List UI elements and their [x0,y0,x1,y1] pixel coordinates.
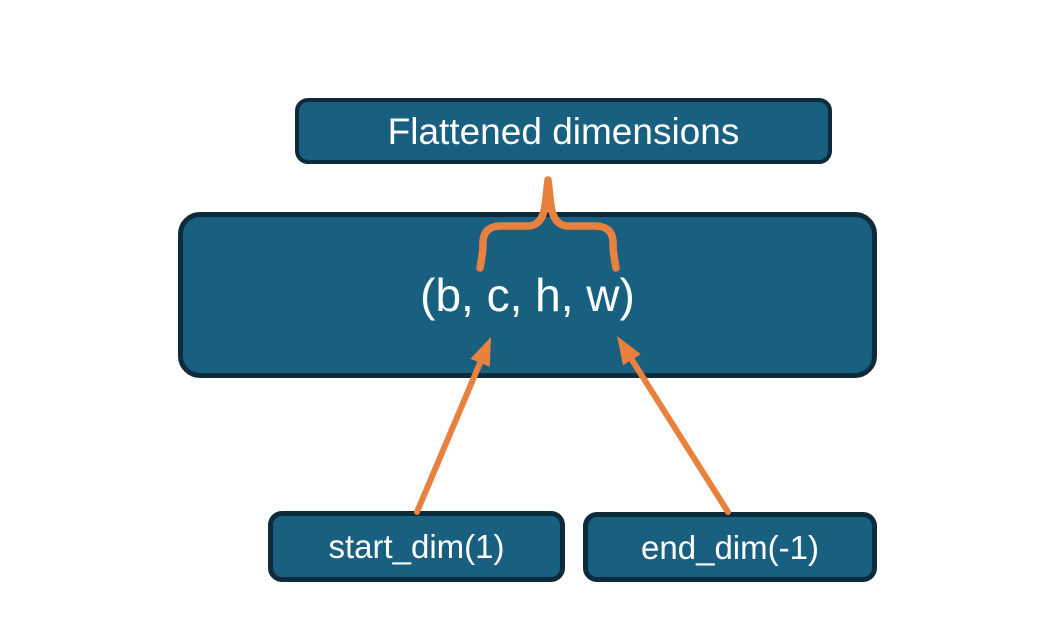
node-end-dim: end_dim(-1) [583,512,877,582]
node-tensor-shape: (b, c, h, w) [178,212,877,378]
node-flattened-dimensions-label: Flattened dimensions [387,110,740,152]
node-flattened-dimensions: Flattened dimensions [295,98,832,164]
arrow-end-dim-shaft [629,357,731,515]
node-tensor-shape-label: (b, c, h, w) [420,269,635,321]
arrow-start-dim-shaft [414,360,483,515]
node-end-dim-label: end_dim(-1) [641,528,819,566]
node-start-dim-label: start_dim(1) [328,528,505,565]
node-start-dim: start_dim(1) [268,511,565,582]
